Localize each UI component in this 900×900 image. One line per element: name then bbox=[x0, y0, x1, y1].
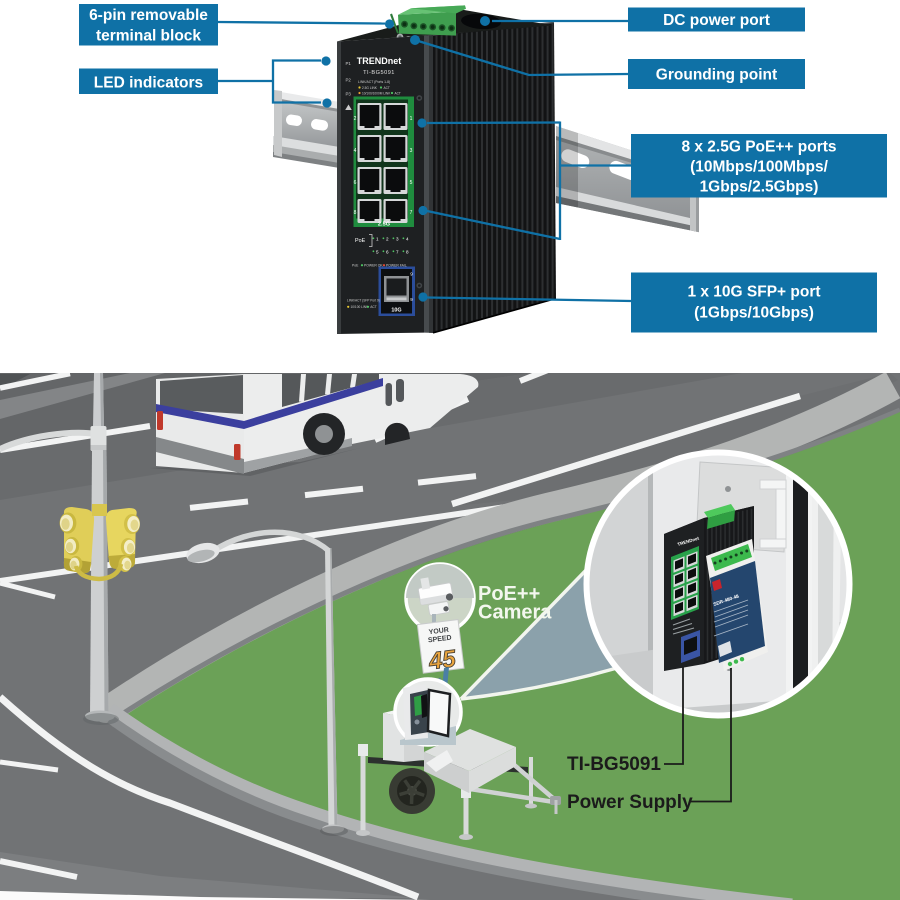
svg-text:6: 6 bbox=[354, 180, 357, 186]
svg-text:TI-BG5091: TI-BG5091 bbox=[567, 754, 661, 775]
svg-text:9: 9 bbox=[410, 297, 413, 302]
svg-text:SPEED: SPEED bbox=[428, 635, 452, 645]
svg-text:ACT: ACT bbox=[384, 86, 390, 90]
svg-text:P1: P1 bbox=[346, 61, 352, 66]
svg-text:Grounding point: Grounding point bbox=[656, 67, 777, 84]
svg-text:DC power port: DC power port bbox=[663, 12, 770, 29]
svg-text:9: 9 bbox=[410, 272, 413, 277]
svg-text:POWER OK: POWER OK bbox=[364, 264, 383, 268]
svg-text:7: 7 bbox=[410, 210, 413, 216]
svg-text:LINK/ACT (Ports 1-8): LINK/ACT (Ports 1-8) bbox=[358, 80, 390, 84]
svg-text:LINK/ACT (SFP Port 9): LINK/ACT (SFP Port 9) bbox=[347, 299, 380, 303]
svg-text:3: 3 bbox=[396, 237, 399, 242]
svg-text:ACT: ACT bbox=[395, 92, 401, 96]
svg-text:(10Mbps/100Mbps/: (10Mbps/100Mbps/ bbox=[690, 159, 829, 176]
svg-text:1 x 10G SFP+ port: 1 x 10G SFP+ port bbox=[687, 284, 820, 301]
svg-text:TRENDnet: TRENDnet bbox=[677, 536, 700, 547]
svg-text:10G: 10G bbox=[391, 308, 401, 314]
svg-text:2.5G: 2.5G bbox=[378, 222, 390, 228]
svg-text:4: 4 bbox=[354, 148, 357, 154]
svg-text:PoE: PoE bbox=[352, 264, 359, 268]
svg-text:10/100 LINK: 10/100 LINK bbox=[351, 305, 370, 309]
svg-text:5: 5 bbox=[376, 250, 379, 255]
svg-text:ACT: ACT bbox=[370, 305, 376, 309]
svg-text:Power Supply: Power Supply bbox=[567, 792, 693, 813]
svg-text:8 x 2.5G PoE++ ports: 8 x 2.5G PoE++ ports bbox=[681, 139, 836, 156]
svg-text:6: 6 bbox=[386, 250, 389, 255]
svg-text:6-pin removable: 6-pin removable bbox=[89, 7, 208, 24]
svg-text:7: 7 bbox=[396, 250, 399, 255]
svg-text:P2: P2 bbox=[346, 78, 352, 83]
svg-text:1: 1 bbox=[410, 116, 413, 122]
svg-text:PoE: PoE bbox=[355, 238, 366, 244]
svg-text:Camera: Camera bbox=[478, 602, 552, 624]
svg-text:3: 3 bbox=[410, 148, 413, 154]
svg-text:POWER FAIL: POWER FAIL bbox=[386, 264, 407, 268]
svg-text:8: 8 bbox=[354, 210, 357, 216]
svg-text:2: 2 bbox=[354, 116, 357, 122]
svg-text:1: 1 bbox=[376, 237, 379, 242]
svg-text:4: 4 bbox=[406, 237, 409, 242]
svg-text:LED indicators: LED indicators bbox=[94, 75, 203, 92]
svg-text:P3: P3 bbox=[346, 92, 352, 97]
svg-text:terminal block: terminal block bbox=[96, 27, 201, 44]
svg-text:10/100/1000M LINK: 10/100/1000M LINK bbox=[362, 92, 391, 96]
svg-text:YOUR: YOUR bbox=[428, 627, 449, 636]
svg-text:(1Gbps/10Gbps): (1Gbps/10Gbps) bbox=[694, 305, 814, 322]
svg-text:TRENDnet: TRENDnet bbox=[357, 56, 402, 66]
svg-text:PoE++: PoE++ bbox=[478, 583, 540, 605]
svg-text:1Gbps/2.5Gbps): 1Gbps/2.5Gbps) bbox=[700, 179, 819, 196]
svg-text:2: 2 bbox=[386, 237, 389, 242]
svg-text:8: 8 bbox=[406, 250, 409, 255]
svg-text:2.5G LINK: 2.5G LINK bbox=[362, 86, 378, 90]
svg-text:5: 5 bbox=[410, 180, 413, 186]
svg-text:45: 45 bbox=[426, 645, 457, 675]
svg-text:TI-BG5091: TI-BG5091 bbox=[363, 70, 395, 76]
